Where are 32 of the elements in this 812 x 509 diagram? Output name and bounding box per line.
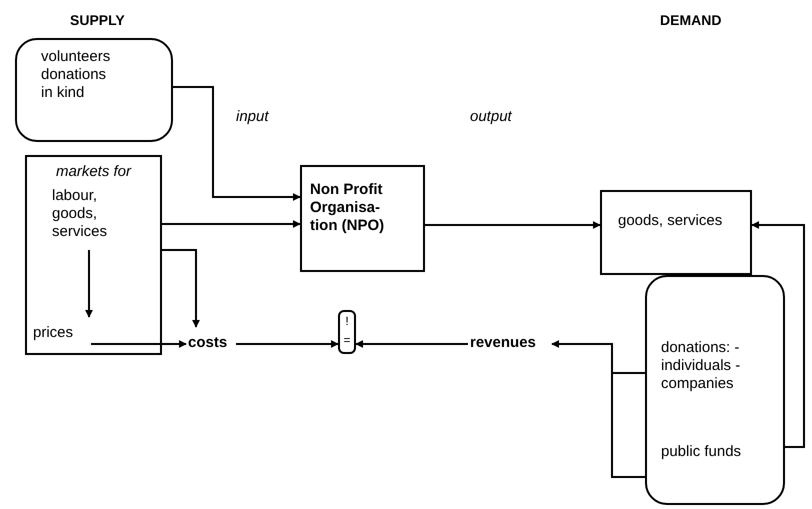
node-text: public funds: [661, 443, 742, 461]
arrow: [173, 86, 301, 201]
arrow: [85, 250, 93, 318]
node-text: volunteers donations in kind: [41, 48, 112, 102]
arrow: [355, 340, 468, 348]
node-text: prices: [33, 324, 83, 344]
flow-label: input: [236, 108, 269, 125]
arrow: [162, 220, 301, 228]
column-heading: SUPPLY: [70, 12, 125, 28]
node-text: Non Profit Organisa- tion (NPO): [310, 181, 386, 235]
flow-label: output: [470, 108, 512, 125]
node-text: labour, goods, services: [52, 187, 142, 247]
arrow: [425, 221, 601, 229]
rounded-box: [15, 38, 173, 142]
arrow: [551, 340, 646, 478]
arrow: [751, 221, 805, 448]
rounded-box: [645, 275, 785, 505]
node-text: donations: - individuals - companies: [661, 339, 742, 393]
process-box: [300, 165, 425, 272]
column-heading: DEMAND: [660, 12, 722, 28]
node-text: =: [342, 332, 352, 349]
node-text: !: [344, 313, 350, 330]
process-box: [600, 190, 752, 275]
node-text: markets for: [54, 163, 132, 181]
arrow: [236, 340, 339, 348]
rounded-box: [338, 310, 356, 354]
process-box: [25, 155, 162, 355]
node-text: revenues: [470, 334, 546, 354]
node-text: costs: [188, 334, 234, 354]
node-text: goods, services: [618, 212, 724, 230]
arrow: [162, 249, 200, 328]
arrow: [91, 340, 187, 348]
